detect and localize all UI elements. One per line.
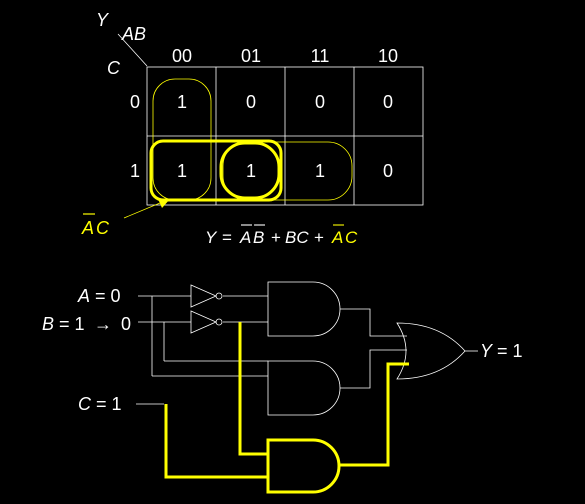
kmap-pointer: A C [81,199,170,238]
equation: Y = A B + BC + A C [205,224,358,247]
pointer-label-a: A [81,218,94,238]
input-b-arrow: → [94,314,112,334]
kmap-row-header: 1 [130,161,140,181]
and-gate-2 [267,360,341,416]
kmap-group-not-a-c [149,139,283,202]
kmap-col-header: 00 [172,46,192,66]
equation-lhs: Y [205,228,218,247]
equation-plus: + [314,228,324,247]
kmap-corner-diagonal [117,33,148,67]
kmap-group-highlight-inner [219,141,281,200]
pointer-arrowhead [158,199,170,208]
and-gate-active [266,438,341,494]
equation-t3-c: C [345,228,358,247]
pointer-label-c: C [96,218,110,238]
kmap-cells: 1 0 0 0 1 1 1 0 [177,92,393,181]
input-b-new-value: 0 [121,314,131,334]
not-gate-a [190,284,217,308]
not-gate-a-bubble [215,292,223,300]
or-gate [396,322,466,380]
equation-equals: = [222,228,232,247]
output-y-label: Y = 1 [480,341,523,361]
equation-t3-a: A [331,228,343,247]
not-gate-b [190,310,217,334]
and-gate-1 [267,281,341,337]
logic-circuit: A = 0 B = 1 → 0 C = 1 Y = 1 [42,281,523,494]
active-path-wires [164,322,409,479]
kmap-col-header: 11 [311,46,330,66]
equation-t1-a: A [239,228,251,247]
equation-plus: + [271,228,281,247]
input-a-label: A = 0 [77,286,121,306]
kmap-cell: 1 [177,92,187,112]
kmap-cell: 1 [246,161,256,181]
kmap-grid [146,66,424,206]
input-wires [136,295,268,405]
input-c-label: C = 1 [78,394,122,414]
kmap-cell: 1 [315,161,325,181]
kmap-col-header: 01 [241,46,261,66]
not-gates [190,284,223,334]
equation-t2: BC [285,228,309,247]
karnaugh-map: Y AB C 00 01 11 10 0 1 1 0 0 0 [81,10,424,238]
kmap-cell: 1 [177,161,187,181]
kmap-row-headers: 0 1 [130,92,140,181]
kmap-cell: 0 [383,92,393,112]
kmap-group-b-c [222,141,353,201]
kmap-cell: 0 [383,161,393,181]
kmap-col-header: 10 [378,46,398,66]
kmap-cell: 0 [315,92,325,112]
kmap-col-headers: 00 01 11 10 [172,46,398,66]
equation-t1-b: B [253,228,264,247]
kmap-row-header: 0 [130,92,140,112]
kmap-col-variables: AB [121,24,146,44]
not-gate-b-bubble [215,318,223,326]
and-to-or-wires [340,308,407,389]
input-b-label: B = 1 [42,314,85,334]
kmap-output-label: Y [96,10,110,30]
kmap-cell: 0 [246,92,256,112]
kmap-row-variable: C [107,58,121,78]
pointer-arrow-line [123,202,161,219]
